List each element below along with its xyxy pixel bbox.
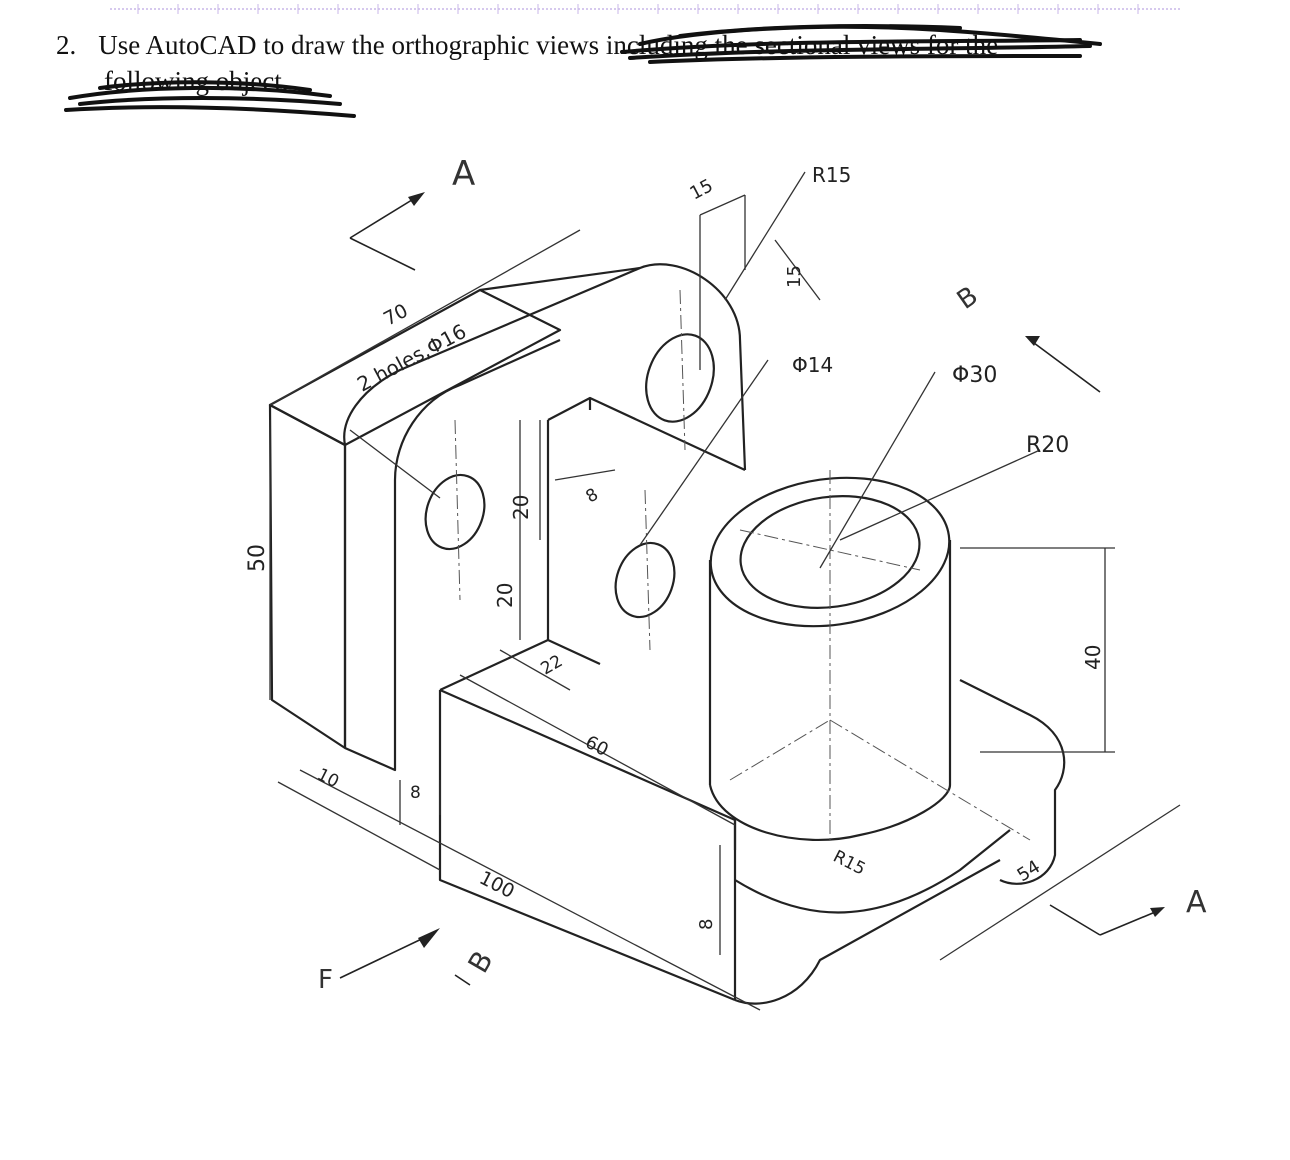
section-arrows (339, 194, 1161, 986)
dim-phi30: Φ30 (952, 363, 997, 388)
front-view-label: F (318, 965, 333, 995)
redaction-scribble (64, 24, 1102, 118)
dim-r15-top: R15 (812, 163, 851, 187)
dim-8-base: 8 (410, 783, 421, 803)
section-b-bottom-label: B (461, 945, 499, 978)
page-top-ruler (110, 4, 1180, 14)
dim-54: 54 (1014, 856, 1045, 886)
dim-60: 60 (582, 732, 612, 761)
dim-8-slot: 8 (583, 485, 602, 508)
dim-50: 50 (245, 544, 270, 572)
dim-20-a: 20 (509, 495, 533, 520)
dim-r15-bottom: R15 (830, 847, 869, 880)
dim-22: 22 (538, 651, 567, 679)
dimension-lines (269, 171, 1181, 1011)
dim-phi14: Φ14 (792, 353, 833, 377)
dim-15-side: 15 (784, 265, 805, 288)
dim-holes: 2 holes,Φ16 (353, 319, 470, 396)
center-lines (454, 289, 1031, 841)
dim-15-top: 15 (686, 175, 716, 204)
dim-40: 40 (1081, 645, 1105, 670)
dim-10: 10 (314, 765, 342, 793)
arrow-heads (408, 192, 1165, 948)
dim-8-bottom: 8 (696, 919, 717, 930)
object-outline (268, 263, 1066, 1005)
dim-r20: R20 (1026, 433, 1069, 458)
section-a-right-label: A (1186, 885, 1207, 920)
section-a-top-label: A (452, 154, 475, 194)
question-number: 2. (56, 30, 77, 60)
dim-20-b: 20 (493, 583, 517, 608)
section-b-top-label: B (952, 281, 984, 316)
dim-70: 70 (380, 300, 412, 331)
question-body: Use AutoCAD to draw the orthographic vie… (98, 30, 600, 60)
